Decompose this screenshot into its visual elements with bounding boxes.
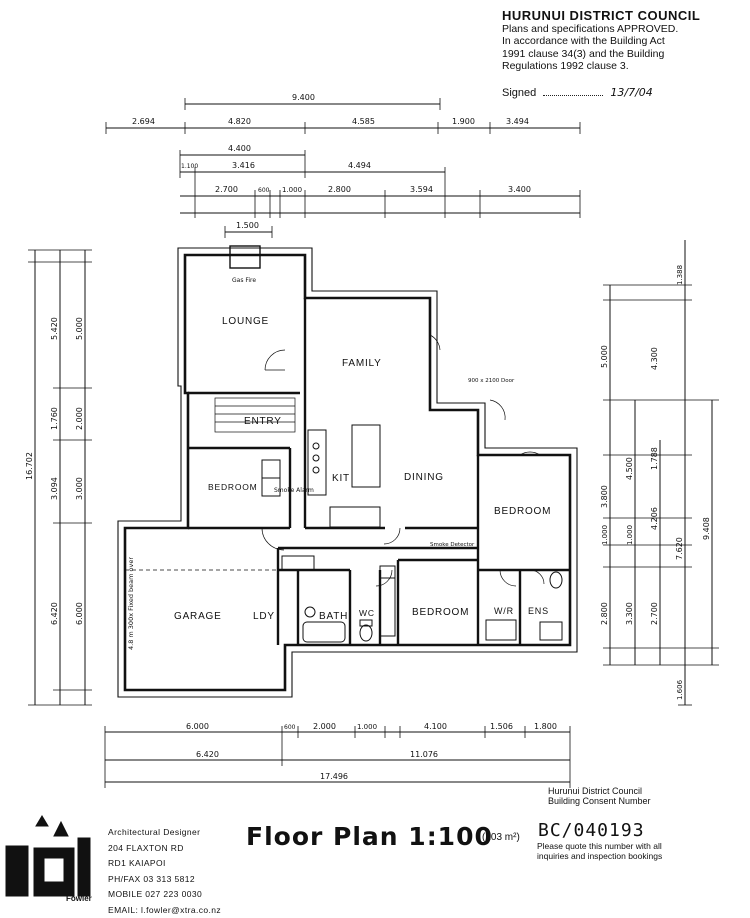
note-beam: 4.8 m 300x Fixed beam over xyxy=(127,557,135,650)
designer-mobile: MOBILE 027 223 0030 xyxy=(108,887,221,903)
room-label-dining: DINING xyxy=(404,472,444,483)
stamp-line3: 1991 clause 34(3) and the Building xyxy=(502,48,742,61)
dim-left-outer: 16.702 xyxy=(25,452,34,480)
dim-right-c2-0: 4.500 xyxy=(625,457,634,480)
dim-top-r2-3: 1.900 xyxy=(452,117,475,126)
signature-line xyxy=(543,95,603,96)
dim-right-c3-2: 4.206 xyxy=(650,507,659,530)
floor-area: (203 m²) xyxy=(482,832,520,843)
dim-left-c1-1: 1.760 xyxy=(50,407,59,430)
stamp-line4: Regulations 1992 clause 3. xyxy=(502,60,742,73)
designer-email: EMAIL: l.fowler@xtra.co.nz xyxy=(108,903,221,918)
dim-top-r4-0: 1.100 xyxy=(181,163,198,170)
note-door: 900 x 2100 Door xyxy=(468,378,515,384)
dim-right-c3-0: 4.300 xyxy=(650,347,659,370)
dim-right-c1-1: 3.800 xyxy=(600,485,609,508)
dim-top-r2-4: 3.494 xyxy=(506,117,529,126)
designer-phone: PH/FAX 03 313 5812 xyxy=(108,872,221,888)
dim-left-c1-2: 3.094 xyxy=(50,477,59,500)
dim-left-c2-0: 5.000 xyxy=(75,317,84,340)
consent-label-1: Hurunui District Council xyxy=(548,786,651,796)
room-label-lounge: LOUNGE xyxy=(222,316,269,327)
drawing-title: Floor Plan 1:100 xyxy=(246,822,493,851)
stamp-signed-label: Signed xyxy=(502,87,536,99)
room-label-garage: GARAGE xyxy=(174,611,222,622)
dim-right-c3-3: 2.700 xyxy=(650,602,659,625)
designer-role: Architectural Designer xyxy=(108,825,221,841)
dim-right-c4-2: 1.606 xyxy=(676,679,684,700)
dim-right-c1-2: 1.000 xyxy=(601,525,609,545)
dim-right-c1-0: 5.000 xyxy=(600,345,609,368)
dim-bottom-r1-0: 6.000 xyxy=(186,722,209,731)
consent-number: BC/040193 xyxy=(538,820,645,841)
designer-address2: RD1 KAIAPOI xyxy=(108,856,221,872)
room-label-entry: ENTRY xyxy=(244,416,282,427)
room-label-bedroom-left: BEDROOM xyxy=(208,482,258,492)
dim-top-r4-2: 4.494 xyxy=(348,161,371,170)
dim-bottom-r1-5: 1.506 xyxy=(490,722,513,731)
quote-line2: inquiries and inspection bookings xyxy=(537,852,662,862)
dim-top-r5-5: 3.400 xyxy=(508,185,531,194)
room-label-family: FAMILY xyxy=(342,358,382,369)
dim-top-r2-0: 2.694 xyxy=(132,117,155,126)
dim-right-c5-0: 9.408 xyxy=(702,517,711,540)
dim-top-r2-2: 4.585 xyxy=(352,117,375,126)
stamp-line2: In accordance with the Building Act xyxy=(502,35,742,48)
stamp-signature-row: Signed 13/7/04 xyxy=(502,87,742,100)
dim-bottom-r1-3: 1.000 xyxy=(357,723,377,731)
dim-right-c2-2: 3.300 xyxy=(625,602,634,625)
dim-bottom-r2-1: 11.076 xyxy=(410,750,438,759)
dim-right-c2-1: 1.000 xyxy=(626,525,634,545)
designer-block: Architectural Designer 204 FLAXTON RD RD… xyxy=(108,825,221,918)
room-label-wc: WC xyxy=(359,608,375,618)
room-label-bath: BATH xyxy=(319,611,348,622)
room-label-kit: KIT xyxy=(332,473,350,484)
room-label-wr: W/R xyxy=(494,606,514,616)
room-label-ens: ENS xyxy=(528,606,549,616)
dim-top-r4-1: 3.416 xyxy=(232,161,255,170)
dim-bottom-r1-4: 4.100 xyxy=(424,722,447,731)
dim-bottom-r1-6: 1.800 xyxy=(534,722,557,731)
room-label-bedroom-right: BEDROOM xyxy=(494,506,551,517)
dim-right-c4-1: 7.620 xyxy=(675,537,684,560)
dim-top-r5-0: 2.700 xyxy=(215,185,238,194)
dim-bottom-r1-1: 600 xyxy=(284,724,296,731)
dim-right-c4-0: 1.388 xyxy=(676,265,684,285)
dim-bottom-r1-2: 2.000 xyxy=(313,722,336,731)
dim-right-c3-1: 1.788 xyxy=(650,447,659,470)
dim-top-r5-4: 3.594 xyxy=(410,185,433,194)
quote-note: Please quote this number with all inquir… xyxy=(537,842,662,861)
consent-label-2: Building Consent Number xyxy=(548,796,651,806)
dim-top-r5-3: 2.800 xyxy=(328,185,351,194)
dim-left-c1-0: 5.420 xyxy=(50,317,59,340)
dim-left-c2-2: 3.000 xyxy=(75,477,84,500)
dim-left-c2-3: 6.000 xyxy=(75,602,84,625)
note-gas-fire: Gas Fire xyxy=(232,277,256,284)
dim-top-r6-0: 1.500 xyxy=(236,221,259,230)
dim-right-c1-3: 2.800 xyxy=(600,602,609,625)
stamp-date: 13/7/04 xyxy=(610,86,652,99)
consent-label: Hurunui District Council Building Consen… xyxy=(548,786,651,806)
dim-top-r2-1: 4.820 xyxy=(228,117,251,126)
dim-bottom-r2-0: 6.420 xyxy=(196,750,219,759)
note-smoke-alarm: Smoke Alarm xyxy=(274,487,314,494)
designer-address1: 204 FLAXTON RD xyxy=(108,841,221,857)
dim-left-c2-1: 2.000 xyxy=(75,407,84,430)
dim-left-c1-3: 6.420 xyxy=(50,602,59,625)
stamp-line1: Plans and specifications APPROVED. xyxy=(502,23,742,36)
stamp-council: HURUNUI DISTRICT COUNCIL xyxy=(502,10,742,23)
room-label-ldy: LDY xyxy=(253,611,275,622)
dim-bottom-overall: 17.496 xyxy=(320,772,348,781)
council-approval-stamp: HURUNUI DISTRICT COUNCIL Plans and speci… xyxy=(502,10,742,99)
dim-top-r5-2: 1.000 xyxy=(282,186,302,194)
note-smoke-detector: Smoke Detector xyxy=(430,542,475,548)
dim-top-r5-1: 600 xyxy=(258,187,270,194)
dim-top-overall: 9.400 xyxy=(292,93,315,102)
dim-top-r3-0: 4.400 xyxy=(228,144,251,153)
room-label-bedroom-bottom: BEDROOM xyxy=(412,607,469,618)
